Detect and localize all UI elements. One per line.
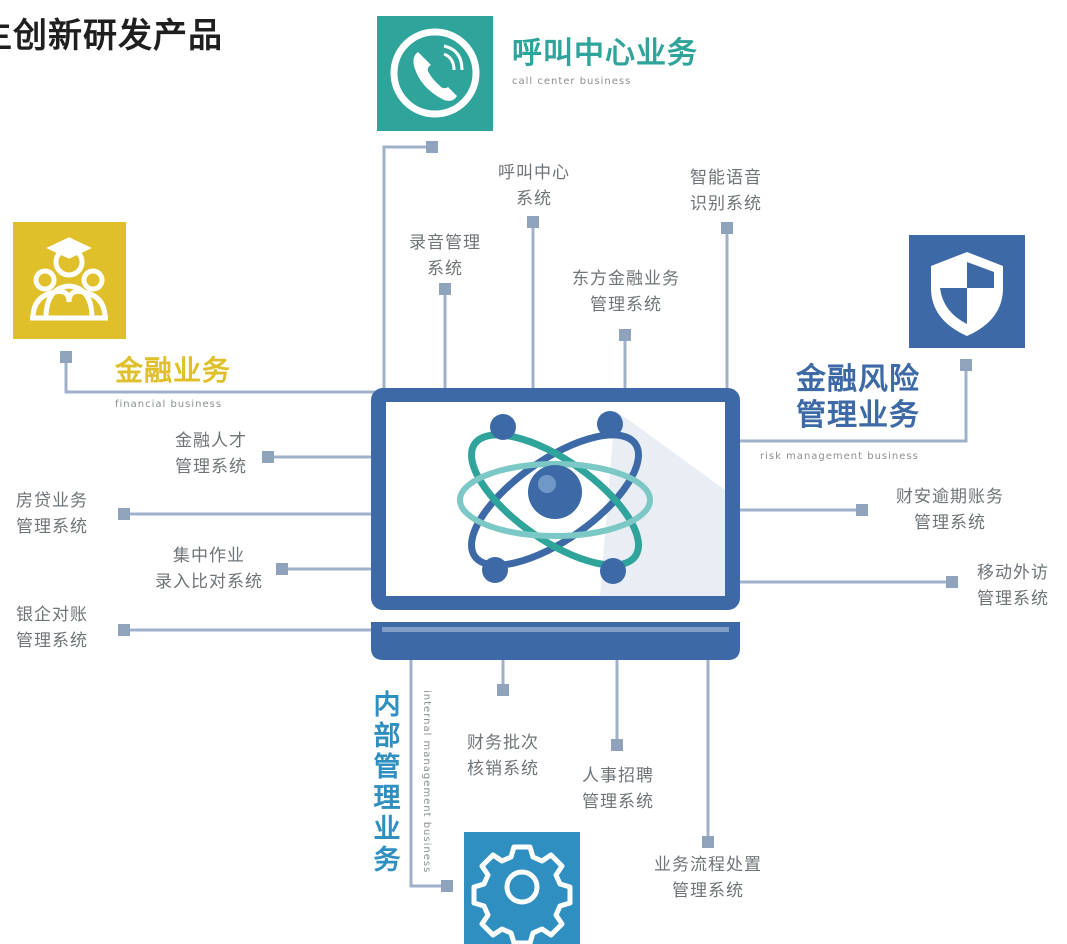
endpoint — [426, 141, 438, 153]
endpoint — [118, 624, 130, 636]
phone-icon — [390, 28, 480, 118]
endpoint — [497, 684, 509, 696]
system-batch-writeoff: 财务批次 核销系统 — [467, 733, 539, 779]
call-center-tile — [377, 16, 493, 131]
system-call-center: 呼叫中心 系统 — [498, 163, 570, 209]
system-speech-recognition: 智能语音 识别系统 — [690, 168, 762, 214]
connector-endpoints — [60, 141, 972, 892]
system-recording: 录音管理 系统 — [409, 233, 481, 279]
system-centralized: 集中作业 录入比对系统 — [155, 546, 263, 592]
internal-subtitle: internal management business — [421, 690, 432, 874]
endpoint — [118, 508, 130, 520]
connector-risk — [740, 365, 968, 443]
screen-shadow — [600, 410, 725, 596]
system-bank-reconciliation: 银企对账 管理系统 — [16, 605, 88, 651]
endpoint — [619, 329, 631, 341]
endpoint — [527, 216, 539, 228]
connector-financial — [64, 357, 376, 394]
page-title: 主创新研发产品 — [0, 16, 223, 56]
financial-subtitle: financial business — [115, 399, 223, 410]
system-hr-recruit: 人事招聘 管理系统 — [582, 766, 654, 812]
system-mortgage: 房贷业务 管理系统 — [16, 491, 88, 537]
internal-title: 内部管理业务 — [373, 690, 401, 876]
call-center-subtitle: call center business — [512, 76, 632, 87]
endpoint — [441, 880, 453, 892]
endpoint — [60, 351, 72, 363]
system-dongfang-finance: 东方金融业务 管理系统 — [572, 269, 680, 315]
team-icon — [30, 237, 108, 321]
endpoint — [702, 836, 714, 848]
internal-tile — [464, 832, 580, 944]
call-center-title: 呼叫中心业务 — [512, 36, 698, 71]
endpoint — [721, 222, 733, 234]
system-talent: 金融人才 管理系统 — [175, 431, 247, 477]
risk-title: 金融风险 管理业务 — [796, 362, 920, 433]
laptop-base-highlight — [382, 627, 729, 632]
endpoint — [439, 283, 451, 295]
endpoint — [946, 576, 958, 588]
financial-tile — [13, 222, 126, 339]
endpoint — [611, 739, 623, 751]
system-overdue: 财安逾期账务 管理系统 — [896, 487, 1004, 533]
risk-subtitle: risk management business — [760, 451, 919, 462]
endpoint — [960, 359, 972, 371]
atom-icon — [457, 411, 653, 584]
system-workflow: 业务流程处置 管理系统 — [654, 855, 762, 901]
connector-lines — [64, 145, 968, 888]
shield-icon — [931, 252, 1003, 336]
endpoint — [856, 504, 868, 516]
connector-call-center — [382, 145, 432, 392]
system-mobile-visit: 移动外访 管理系统 — [977, 563, 1049, 609]
laptop-base — [371, 622, 740, 660]
endpoint — [262, 451, 274, 463]
gear-icon — [471, 844, 573, 944]
connector-internal — [409, 660, 447, 888]
endpoint — [276, 563, 288, 575]
risk-tile — [909, 235, 1025, 348]
laptop — [371, 388, 740, 660]
financial-title: 金融业务 — [115, 354, 232, 387]
